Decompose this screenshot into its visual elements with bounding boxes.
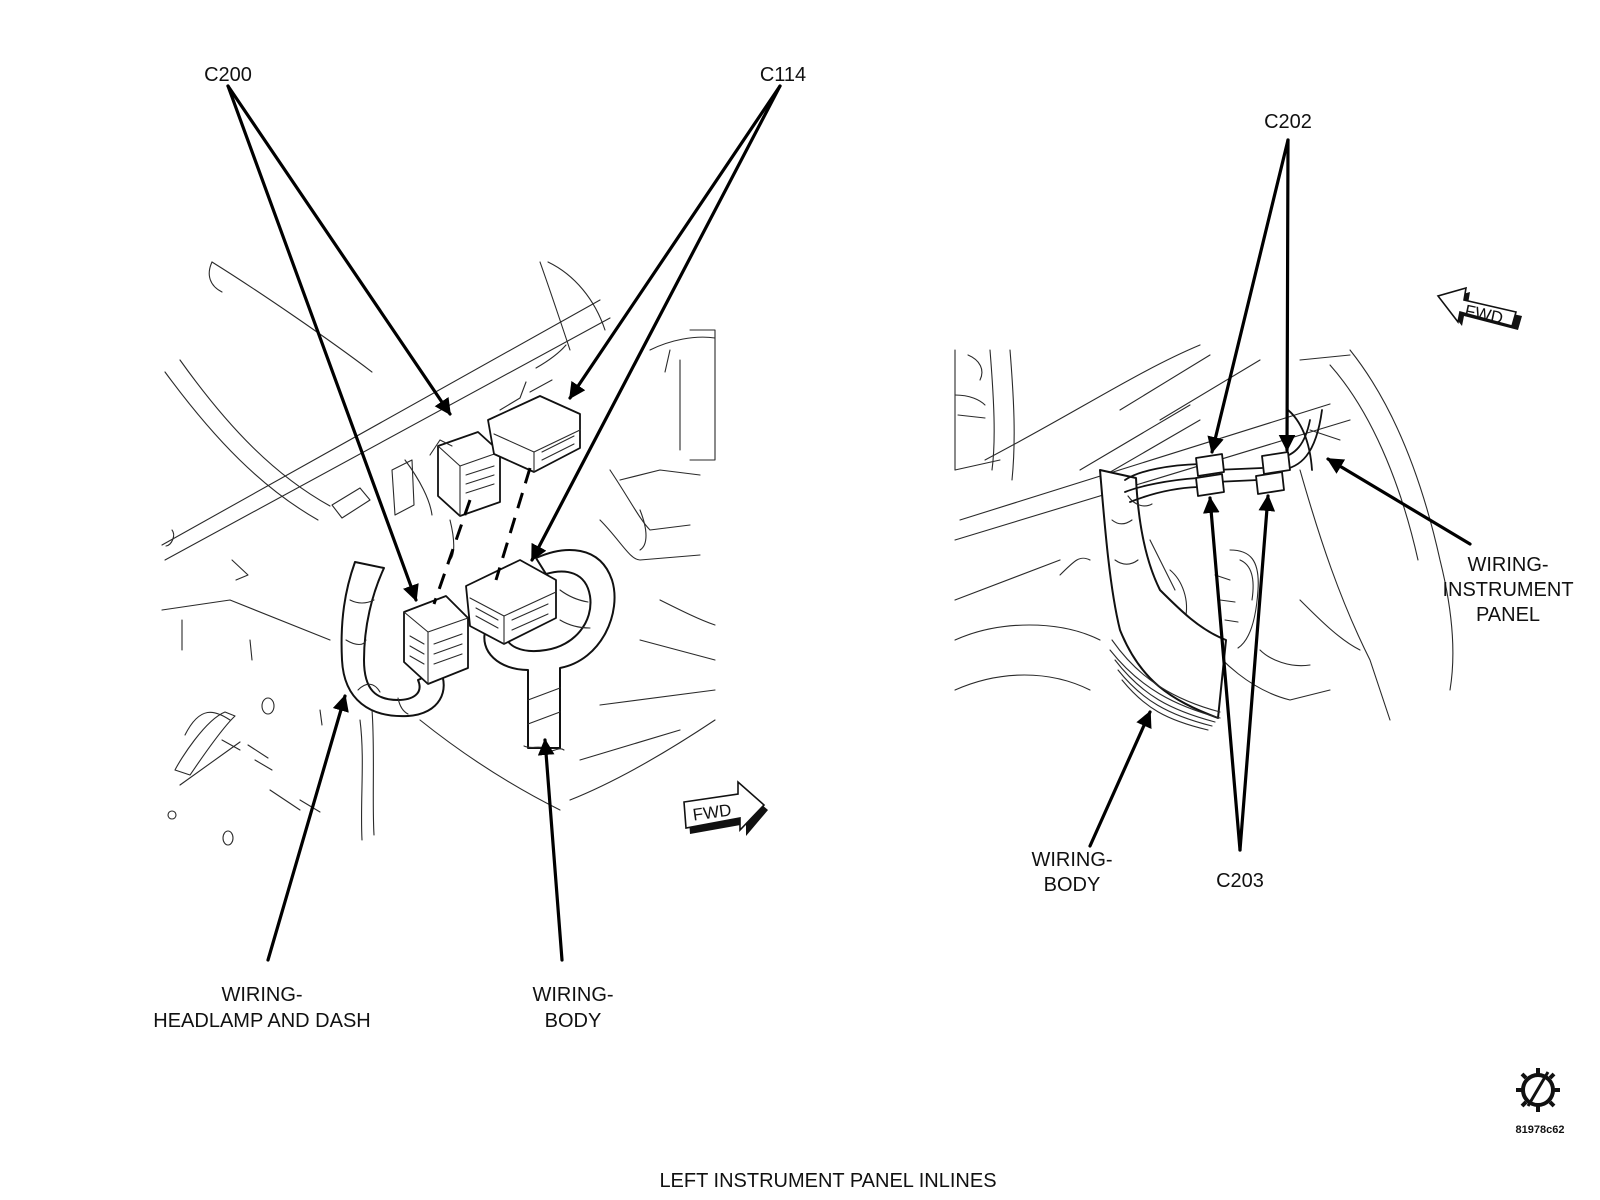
fwd-arrow-right: FWD bbox=[683, 780, 768, 836]
right-view: FWD C202 C203 WIRING- INSTRUMENT PANEL W… bbox=[954, 111, 1574, 896]
label-left-body-line2: BODY bbox=[545, 1010, 602, 1032]
diagram-caption: LEFT INSTRUMENT PANEL INLINES bbox=[659, 1170, 996, 1192]
label-ip-line3: PANEL bbox=[1476, 604, 1540, 626]
connector-c202-right bbox=[1255, 451, 1291, 495]
left-harness-body bbox=[483, 549, 616, 752]
connector-c114-upper bbox=[487, 344, 581, 473]
label-ip-line1: WIRING- bbox=[1467, 554, 1548, 576]
label-left-body-line1: WIRING- bbox=[532, 984, 613, 1006]
connector-c203-left bbox=[1195, 453, 1225, 497]
connector-c114-lower bbox=[465, 559, 557, 645]
label-headlamp-dash-line2: HEADLAMP AND DASH bbox=[153, 1010, 370, 1032]
label-c114: C114 bbox=[760, 64, 806, 86]
right-leader-arrows bbox=[1088, 138, 1472, 852]
left-leader-arrows bbox=[226, 84, 782, 962]
right-harness-body bbox=[1099, 469, 1227, 731]
label-c200: C200 bbox=[204, 64, 252, 86]
gear-symbol-icon bbox=[1516, 1068, 1560, 1112]
label-right-body-line1: WIRING- bbox=[1031, 849, 1112, 871]
label-c203: C203 bbox=[1216, 870, 1264, 892]
label-headlamp-dash-line1: WIRING- bbox=[221, 984, 302, 1006]
fwd-arrow-left: FWD bbox=[1436, 286, 1522, 330]
label-ip-line2: INSTRUMENT bbox=[1442, 579, 1573, 601]
connector-c200-upper bbox=[429, 431, 501, 517]
left-dash-structure bbox=[161, 261, 716, 846]
connector-c200-lower bbox=[403, 595, 469, 685]
figure-id: 81978c62 bbox=[1516, 1124, 1565, 1136]
left-mating-lines bbox=[432, 467, 532, 605]
left-view: FWD C200 C114 WIRING- HEADLAMP AND DASH … bbox=[153, 64, 806, 1032]
label-right-body-line2: BODY bbox=[1044, 874, 1101, 896]
label-c202: C202 bbox=[1264, 111, 1312, 133]
fwd-label-right: FWD bbox=[1463, 301, 1505, 328]
